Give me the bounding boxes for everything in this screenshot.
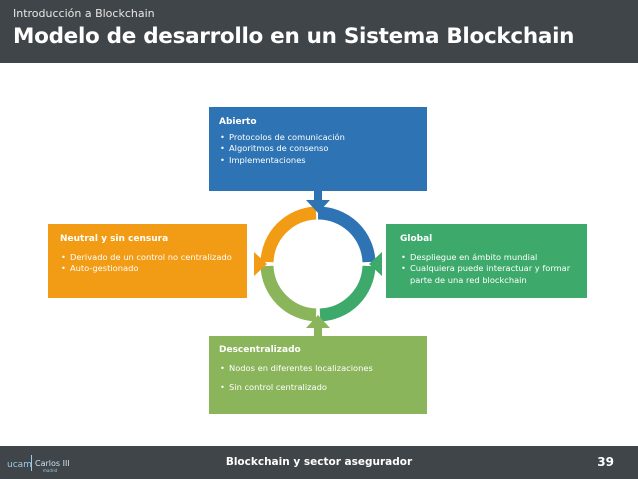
- bullet-list: Nodos en diferentes localizaciones Sin c…: [219, 363, 427, 394]
- slide-header: Introducción a Blockchain Modelo de desa…: [0, 0, 638, 63]
- list-item: Despliegue en ámbito mundial: [401, 252, 587, 264]
- footer-title: Blockchain y sector asegurador: [225, 456, 413, 468]
- logo-text-ucam: ucam: [7, 460, 32, 470]
- connector-top: [314, 191, 322, 201]
- box-abierto: Abierto Protocolos de comunicación Algor…: [209, 107, 427, 191]
- bullet-list: Protocolos de comunicación Algoritmos de…: [219, 132, 427, 167]
- list-item: Derivado de un control no centralizado: [61, 252, 247, 264]
- arrow-head-bottom: [306, 315, 330, 328]
- arrow-head-top: [306, 200, 330, 213]
- cycle-arc-light-green: [260, 265, 317, 322]
- page-number: 39: [597, 455, 614, 469]
- cycle-arc-green: [319, 265, 376, 322]
- cycle-arc-blue: [317, 206, 376, 263]
- university-logo: ucam Carlos III madrid: [7, 455, 70, 473]
- box-title: Abierto: [219, 117, 257, 127]
- logo-text-small: madrid: [43, 468, 58, 473]
- box-global: Global Despliegue en ámbito mundial Cual…: [386, 224, 587, 298]
- list-item: Auto-gestionado: [61, 263, 247, 275]
- list-item: Implementaciones: [220, 155, 427, 167]
- box-title: Neutral y sin censura: [60, 234, 169, 244]
- box-title: Descentralizado: [219, 345, 301, 355]
- slide-footer: ucam Carlos III madrid Blockchain y sect…: [0, 446, 638, 479]
- bullet-list: Derivado de un control no centralizado A…: [60, 252, 247, 275]
- list-item: Sin control centralizado: [220, 382, 427, 394]
- arrow-head-left: [254, 252, 267, 276]
- slide-title: Modelo de desarrollo en un Sistema Block…: [13, 24, 575, 49]
- box-descentralizado: Descentralizado Nodos en diferentes loca…: [209, 336, 427, 414]
- connector-bottom: [314, 327, 322, 336]
- box-neutral: Neutral y sin censura Derivado de un con…: [48, 224, 247, 298]
- list-item: Protocolos de comunicación: [220, 132, 427, 144]
- slide-subtitle: Introducción a Blockchain: [13, 7, 155, 20]
- bullet-list: Despliegue en ámbito mundial Cualquiera …: [400, 252, 587, 286]
- logo-text-carlos: Carlos III: [35, 459, 70, 468]
- list-item: Cualquiera puede interactuar y formar pa…: [401, 263, 587, 286]
- box-title: Global: [400, 234, 433, 244]
- list-item: Algoritmos de consenso: [220, 143, 427, 155]
- cycle-arc-orange: [260, 206, 317, 263]
- list-item: Nodos en diferentes localizaciones: [220, 363, 427, 375]
- arrow-head-right: [369, 252, 382, 276]
